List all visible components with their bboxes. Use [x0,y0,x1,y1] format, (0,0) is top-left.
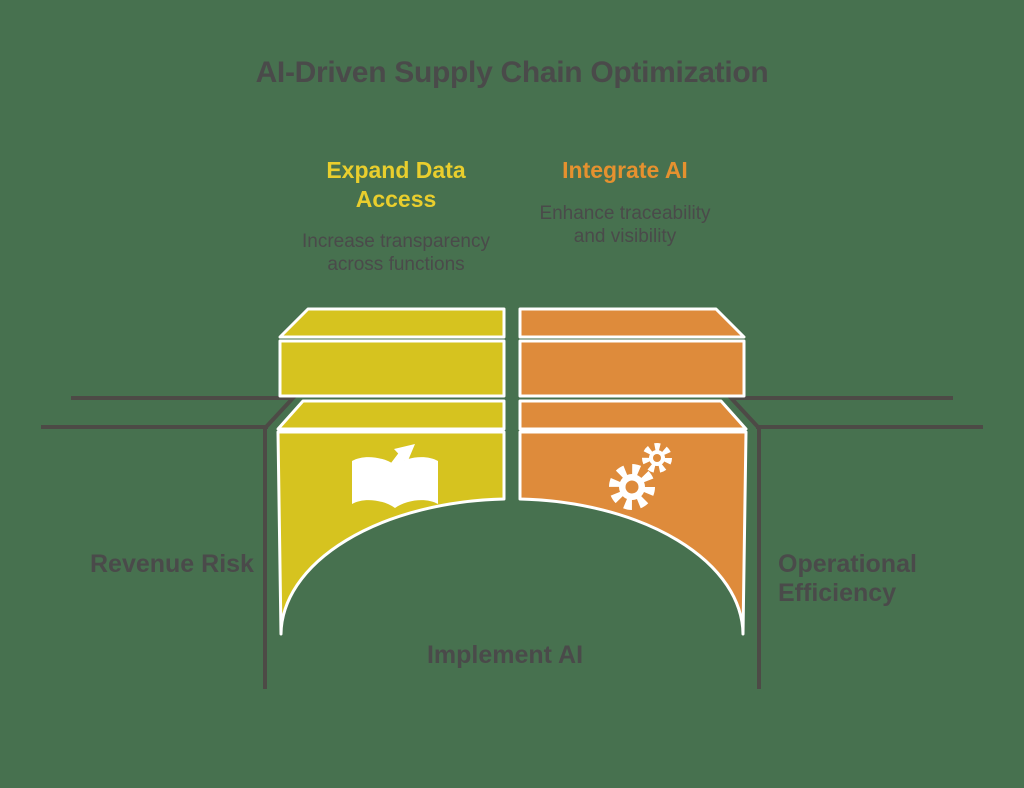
orange-arch-front-face [518,430,748,636]
yellow-top-slab-top-face [278,307,506,339]
book-trend-arrow-icon [352,444,438,508]
orange-top-slab-front-face [518,339,746,398]
column-description-integrate-ai: Enhance traceability and visibility [539,203,711,248]
yellow-lower-slab-top-face [276,399,506,431]
block-integrate-ai [518,307,748,636]
label-implement-ai: Implement AI [426,641,584,669]
block-expand-data [276,307,506,636]
ground-line-right-back [726,396,953,430]
column-header-integrate-ai: Integrate AI [562,157,688,183]
ground-lines [41,396,983,689]
page-title: AI-Driven Supply Chain Optimization [255,56,769,89]
label-operational-efficiency: Operational Efficiency [778,550,917,608]
orange-lower-slab-top-face [518,399,748,431]
label-revenue-risk: Revenue Risk [90,550,254,578]
gears-icon [609,443,672,510]
column-description-expand-data: Increase transparency across functions [302,231,490,276]
yellow-arch-front-face [276,430,506,636]
yellow-top-slab-front-face [278,339,506,398]
column-header-expand-data: Expand Data Access [326,157,466,212]
ground-line-left-back [71,396,298,430]
orange-top-slab-top-face [518,307,746,339]
